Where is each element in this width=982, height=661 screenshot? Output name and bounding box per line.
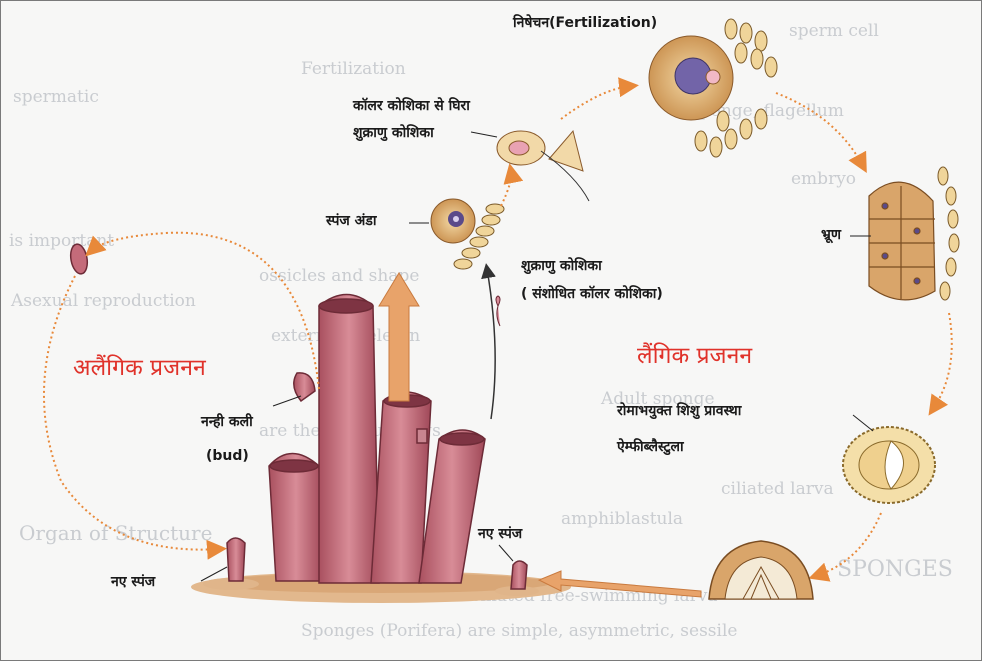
label-sperm-cell: शुक्राणु कोशिका bbox=[521, 258, 602, 275]
label-amphiblastula: ऐम्फीब्लैस्टुला bbox=[617, 439, 684, 456]
label-bud-en: (bud) bbox=[206, 448, 249, 465]
label-collar-line1: कॉलर कोशिका से घिरा bbox=[353, 98, 470, 115]
ciliated-larva-drawing bbox=[843, 427, 935, 503]
new-sponge-right-drawing bbox=[511, 561, 527, 589]
bud-floating bbox=[69, 243, 90, 275]
embryo-drawing bbox=[869, 182, 935, 300]
asexual-arrow-bottom bbox=[44, 276, 219, 550]
label-asexual-reproduction: अलैंगिक प्रजनन bbox=[73, 350, 206, 382]
label-sexual-reproduction: लैंगिक प्रजनन bbox=[637, 338, 752, 370]
fertilization-to-embryo-arrow bbox=[776, 93, 863, 166]
sperm-cell-drawing bbox=[496, 296, 500, 326]
amphiblastula-to-new-sponge-arrow bbox=[539, 571, 701, 597]
larva-to-amphiblastula-arrow bbox=[816, 513, 881, 576]
sperm-rise-arrow bbox=[487, 269, 495, 419]
adult-sponge-colony bbox=[269, 295, 485, 584]
egg-to-collar-arrow bbox=[501, 171, 511, 206]
label-collar-line2: शुक्राणु कोशिका bbox=[353, 125, 434, 142]
label-sponge-egg: स्पंज अंडा bbox=[326, 213, 376, 230]
fertilization-drawing bbox=[649, 36, 733, 120]
label-new-sponge-right: नए स्पंज bbox=[478, 526, 522, 543]
label-small-bud: नन्ही कली bbox=[201, 414, 253, 431]
sponge-egg-drawing bbox=[431, 199, 475, 243]
label-ciliated-larva: रोमाभयुक्त शिशु प्रावस्था bbox=[617, 403, 741, 420]
label-new-sponge-left: नए स्पंज bbox=[111, 574, 155, 591]
label-modified-collar: ( संशोधित कॉलर कोशिका) bbox=[521, 286, 663, 303]
collar-cell-drawing bbox=[497, 131, 589, 201]
label-embryo: भ्रूण bbox=[821, 227, 841, 244]
embryo-to-larva-arrow bbox=[933, 313, 952, 409]
amphiblastula-drawing bbox=[709, 541, 813, 599]
collar-to-fertilization-arrow bbox=[561, 86, 631, 119]
embryo-collar-cells bbox=[938, 167, 959, 300]
label-fertilization: निषेचन(Fertilization) bbox=[513, 15, 657, 32]
sponge-to-egg-arrow bbox=[379, 273, 419, 401]
new-sponge-left-drawing bbox=[227, 538, 245, 581]
